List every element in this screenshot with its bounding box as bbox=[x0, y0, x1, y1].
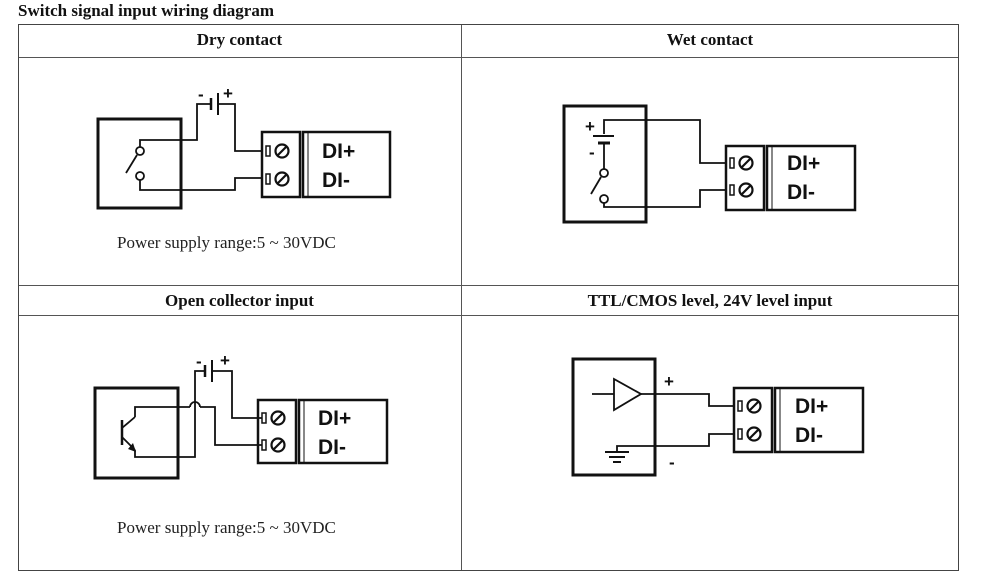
dry-contact-diagram bbox=[96, 93, 392, 210]
switch-icon bbox=[590, 168, 609, 204]
header-ttl-cmos: TTL/CMOS level, 24V level input bbox=[587, 291, 833, 310]
terminal-di-plus: DI+ bbox=[318, 407, 351, 430]
screw-icon bbox=[270, 437, 286, 453]
dry-terminal-block bbox=[260, 130, 302, 199]
ttl-device-box bbox=[571, 357, 657, 477]
oc-terminal-block bbox=[256, 398, 298, 465]
header-wet-contact: Wet contact bbox=[666, 30, 754, 49]
battery-icon bbox=[593, 135, 614, 145]
screw-icon bbox=[270, 410, 286, 426]
output-minus-label: - bbox=[669, 453, 675, 472]
wiring-table bbox=[18, 24, 959, 571]
screw-icon bbox=[746, 426, 762, 442]
wet-terminal-block bbox=[724, 144, 766, 212]
dry-module-box bbox=[301, 130, 392, 199]
transistor-icon bbox=[120, 416, 136, 452]
battery-icon bbox=[203, 360, 213, 382]
oc-module-box bbox=[297, 398, 389, 465]
power-range-note-oc: Power supply range:5 ~ 30VDC bbox=[117, 518, 336, 537]
terminal-di-plus: DI+ bbox=[787, 152, 820, 175]
ttl-module-box bbox=[773, 386, 865, 454]
terminal-di-minus: DI- bbox=[795, 424, 823, 447]
terminal-di-plus: DI+ bbox=[322, 140, 355, 163]
terminal-di-plus: DI+ bbox=[795, 395, 828, 418]
page-title: Switch signal input wiring diagram bbox=[18, 1, 274, 20]
header-divider-row1 bbox=[19, 57, 958, 58]
header-open-collector: Open collector input bbox=[165, 291, 314, 310]
switch-icon bbox=[125, 146, 145, 181]
open-collector-diagram bbox=[93, 360, 389, 480]
battery-plus-label: + bbox=[585, 117, 595, 136]
terminal-di-minus: DI- bbox=[787, 181, 815, 204]
terminal-di-minus: DI- bbox=[322, 169, 350, 192]
oc-device-box bbox=[93, 386, 180, 480]
dry-device-box bbox=[96, 117, 183, 210]
amplifier-icon bbox=[592, 377, 643, 412]
screw-icon bbox=[738, 155, 754, 171]
header-divider-row2 bbox=[19, 315, 958, 316]
battery-icon bbox=[209, 93, 219, 115]
battery-plus-label: + bbox=[220, 351, 230, 370]
wet-module-box bbox=[765, 144, 857, 212]
battery-minus-label: - bbox=[198, 85, 204, 104]
header-dry-contact: Dry contact bbox=[196, 30, 283, 49]
column-divider bbox=[461, 25, 462, 570]
battery-plus-label: + bbox=[223, 84, 233, 103]
output-plus-label: + bbox=[664, 372, 674, 391]
wet-device-box bbox=[562, 104, 648, 224]
power-range-note-dry: Power supply range:5 ~ 30VDC bbox=[117, 233, 336, 252]
row-divider bbox=[19, 285, 958, 286]
ttl-terminal-block bbox=[732, 386, 774, 454]
screw-icon bbox=[746, 398, 762, 414]
screw-icon bbox=[274, 143, 290, 159]
battery-minus-label: - bbox=[196, 352, 202, 371]
ground-icon bbox=[605, 451, 629, 463]
battery-minus-label: - bbox=[589, 143, 595, 162]
ttl-cmos-diagram bbox=[571, 357, 865, 477]
terminal-di-minus: DI- bbox=[318, 436, 346, 459]
screw-icon bbox=[738, 182, 754, 198]
wet-contact-diagram bbox=[562, 104, 857, 224]
screw-icon bbox=[274, 171, 290, 187]
